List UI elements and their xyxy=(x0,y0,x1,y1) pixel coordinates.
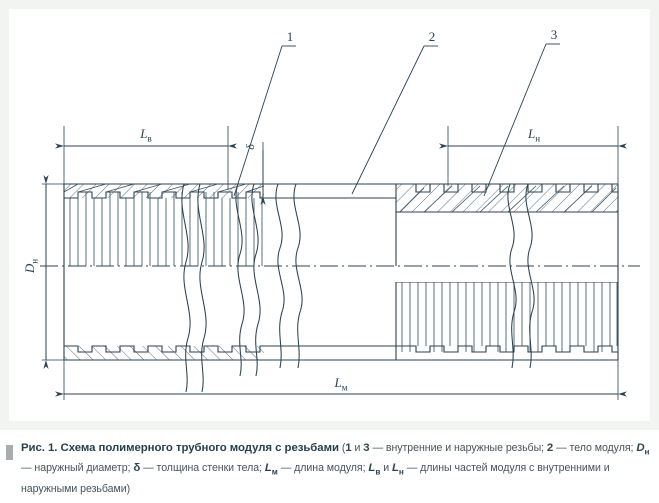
caption-seg5-text: — длина модуля; xyxy=(277,462,369,475)
caption-seg3-text: — наружный диаметр; xyxy=(21,462,134,475)
thread-helix-hatch-left xyxy=(63,183,265,193)
caption-and-1: и xyxy=(351,442,364,454)
dimension-left-length: Lв xyxy=(55,126,237,149)
caption-ref-2: 2 xyxy=(546,442,554,454)
caption-bullet-bar xyxy=(6,445,13,460)
external-thread-profile-lower xyxy=(396,282,618,353)
caption-ref-3: 3 xyxy=(363,442,370,454)
internal-thread-section-left xyxy=(63,183,265,360)
callout-number-2: 2 xyxy=(429,29,436,44)
internal-thread-profile-upper xyxy=(64,191,264,266)
dimension-right-length-label: Lн xyxy=(527,126,540,144)
callout-number-1: 1 xyxy=(287,29,294,44)
caption-open-paren: ( xyxy=(341,442,346,454)
internal-thread-profile-lower xyxy=(64,345,264,353)
caption-sym-dn: Dн xyxy=(636,442,650,457)
pipe-module-schematic-svg: Lв Lн Lм Dн xyxy=(22,27,640,400)
caption-sym-delta: δ xyxy=(133,462,141,475)
dimension-total-length-label: Lм xyxy=(334,375,348,393)
caption-seg1-text: — внутренние и наружные резьбы; xyxy=(369,442,547,454)
caption-sym-lm: Lм xyxy=(264,462,278,477)
caption-seg4-text: — толщина стенки тела; xyxy=(140,462,265,475)
caption-sym-ln: Lн xyxy=(391,462,404,477)
dimension-outer-diameter-label: Dн xyxy=(22,259,40,274)
caption-seg2-text: — тело модуля; xyxy=(553,442,637,454)
external-thread-section-right xyxy=(395,184,618,360)
dimension-right-length: Lн xyxy=(439,126,627,149)
caption-and-2: и xyxy=(380,462,392,475)
thread-helix-hatch-right xyxy=(399,185,617,213)
dimension-total-length: Lм xyxy=(55,375,627,397)
break-lines xyxy=(181,183,535,393)
figure-caption: Рис. 1. Схема полимерного трубного модул… xyxy=(0,432,659,503)
dimension-outer-diameter: Dн xyxy=(22,175,49,369)
caption-title: Схема полимерного трубного модуля с резь… xyxy=(60,442,339,454)
technical-drawing: Lв Lн Lм Dн xyxy=(22,27,640,400)
module-body-middle xyxy=(264,197,396,347)
caption-figure-number: Рис. 1. xyxy=(21,442,58,454)
caption-ref-1: 1 xyxy=(345,442,352,454)
dimension-left-length-label: Lв xyxy=(139,126,151,144)
callout-number-3: 3 xyxy=(551,27,558,42)
external-thread-profile-upper xyxy=(396,184,618,193)
caption-sym-lv: Lв xyxy=(368,462,381,477)
callout-numbers: 1 2 3 xyxy=(287,27,558,44)
caption-text: Рис. 1. Схема полимерного трубного модул… xyxy=(21,440,657,498)
caption-seg8-text: — длины частей модуля с внутренними и на… xyxy=(21,462,610,495)
callout-leaders xyxy=(233,43,560,197)
